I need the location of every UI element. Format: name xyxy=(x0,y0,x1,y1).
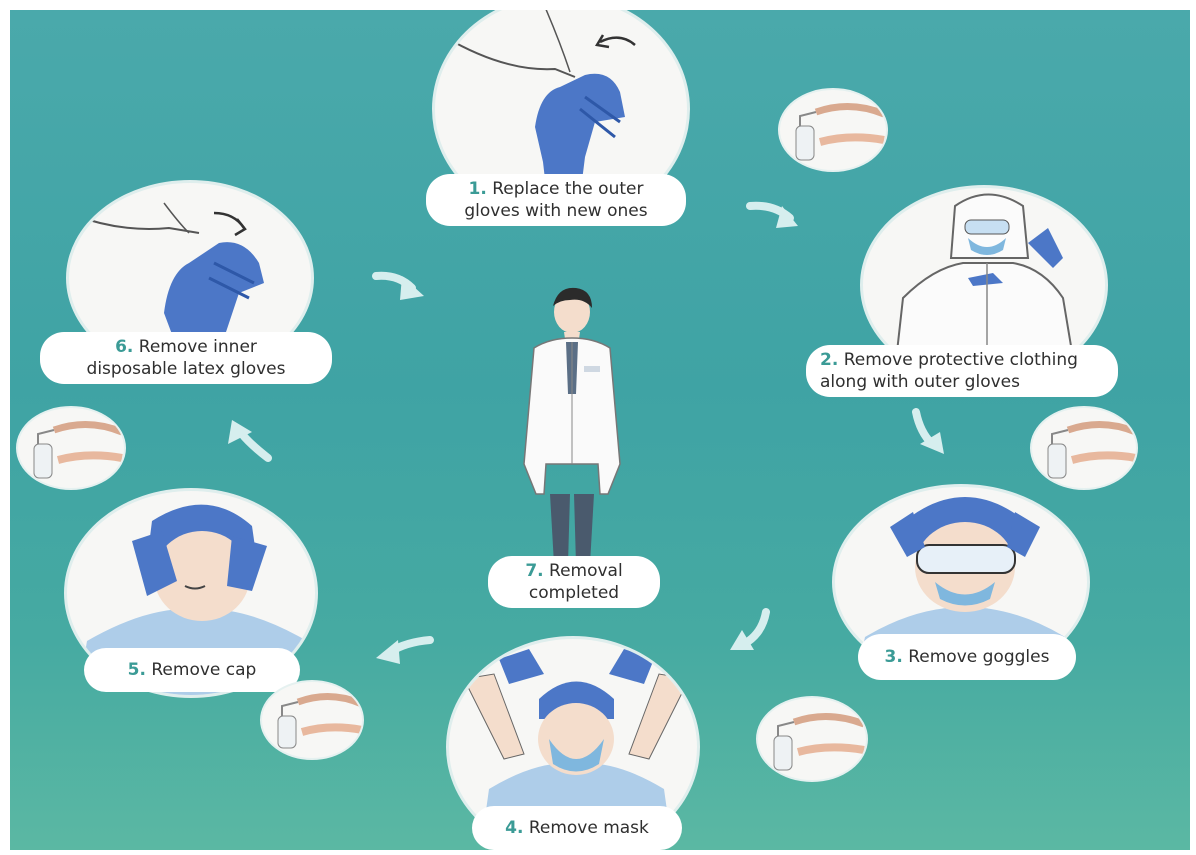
arrow-icon-5-to-6 xyxy=(228,420,272,462)
glove-removal-illustration-inner xyxy=(69,202,264,353)
step-2-label: 2. Remove protective clothing along with… xyxy=(806,345,1118,397)
step-2-number: 2. xyxy=(820,350,839,370)
step-6-line1: Remove inner xyxy=(138,337,257,357)
hand-sanitizer-icon-5 xyxy=(16,406,126,490)
hand-sanitizer-icon-1 xyxy=(778,88,888,172)
step-5-line1: Remove cap xyxy=(151,660,257,680)
step-6-line2: disposable latex gloves xyxy=(86,359,286,379)
step-7-label: 7. Removal completed xyxy=(488,556,660,608)
doctor-figure xyxy=(510,284,634,584)
arrow-icon-1-to-2 xyxy=(746,201,798,228)
ppe-removal-diagram: 1. Replace the outer gloves with new one… xyxy=(10,10,1190,850)
step-7-number: 7. xyxy=(525,561,544,581)
hand-sanitizer-icon-4 xyxy=(260,680,364,760)
step-3-line1: Remove goggles xyxy=(908,647,1050,667)
arrow-icon-3-to-4 xyxy=(730,608,770,650)
step-5-label: 5. Remove cap xyxy=(84,648,300,692)
step-1-number: 1. xyxy=(468,179,487,199)
step-3-label: 3. Remove goggles xyxy=(858,634,1076,680)
step-2-line2: along with outer gloves xyxy=(820,372,1020,392)
step-7-line2: completed xyxy=(528,583,620,603)
step-1-label: 1. Replace the outer gloves with new one… xyxy=(426,174,686,226)
step-3-number: 3. xyxy=(884,647,903,667)
step-4-line1: Remove mask xyxy=(528,818,649,838)
step-1-line2: gloves with new ones xyxy=(464,201,648,221)
step-1-line1: Replace the outer xyxy=(492,179,644,199)
arrow-icon-4-to-5 xyxy=(376,636,434,664)
arrow-icon-6-to-7 xyxy=(372,271,424,300)
step-4-number: 4. xyxy=(505,818,524,838)
step-6-number: 6. xyxy=(115,337,134,357)
step-7-line1: Removal xyxy=(549,561,623,581)
step-5-number: 5. xyxy=(127,660,146,680)
step-2-line1: Remove protective clothing xyxy=(843,350,1078,370)
hand-sanitizer-icon-2 xyxy=(1030,406,1138,490)
step-4-label: 4. Remove mask xyxy=(472,806,682,850)
hand-sanitizer-icon-3 xyxy=(756,696,868,782)
glove-removal-illustration xyxy=(444,10,636,197)
step-6-label: 6. Remove inner disposable latex gloves xyxy=(40,332,332,384)
arrow-icon-2-to-3 xyxy=(912,408,944,454)
